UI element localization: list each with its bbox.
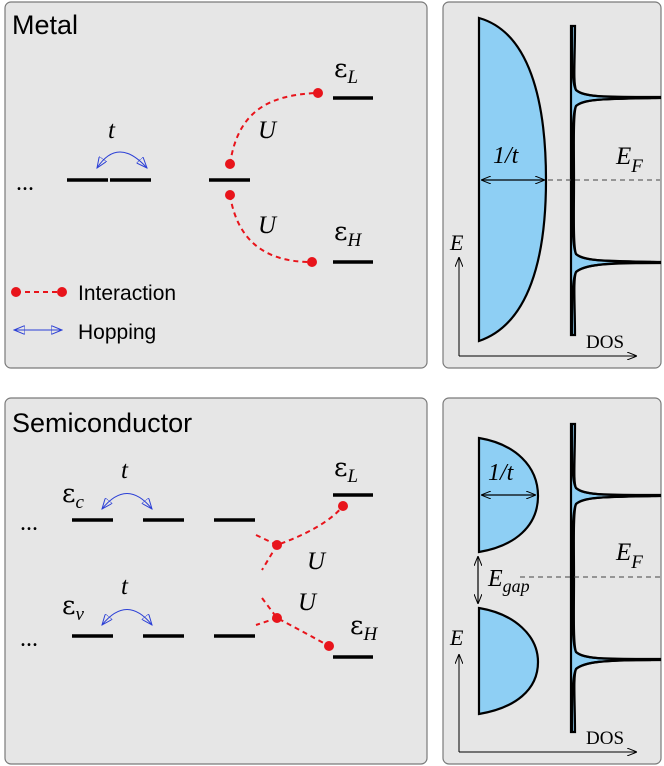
- semiconductor-hopping-label-lower: t: [121, 573, 129, 600]
- legend: Interaction Hopping: [11, 282, 176, 344]
- metal-u-label-upper: U: [258, 117, 278, 144]
- semiconductor-hopping-label-upper: t: [121, 457, 129, 484]
- metal-interaction-dot: [225, 159, 235, 169]
- semiconductor-interaction-dot: [324, 641, 334, 651]
- metal-hopping-label: t: [108, 117, 116, 144]
- legend-hopping-label: Hopping: [78, 321, 156, 344]
- semiconductor-chain-dots-upper: ...: [20, 510, 38, 536]
- semiconductor-dos-impurity-curve: [570, 423, 652, 733]
- semiconductor-panel-background: [4, 397, 428, 765]
- metal-dos-impurity-curve: [570, 25, 652, 336]
- semiconductor-interaction-lower: [261, 597, 330, 647]
- metal-interaction-dot: [313, 88, 323, 98]
- metal-level-h-label: εH: [334, 217, 362, 251]
- metal-interaction-dot: [225, 190, 235, 200]
- semiconductor-u-label-upper: U: [307, 548, 327, 575]
- metal-u-label-lower: U: [258, 212, 278, 239]
- metal-hopping-arrow: [97, 151, 147, 168]
- metal-interaction-dot: [307, 257, 317, 267]
- semiconductor-interaction-upper: [255, 505, 344, 547]
- metal-dos-background: [442, 1, 662, 369]
- semiconductor-valence-band: [477, 606, 540, 716]
- semiconductor-hopping-arrow-lower: [102, 609, 152, 626]
- semiconductor-interaction-dot: [272, 613, 282, 623]
- semiconductor-interaction-dot: [338, 501, 348, 511]
- metal-panel-background: [4, 1, 428, 369]
- semiconductor-title: Semiconductor: [12, 408, 192, 438]
- semiconductor-dos-panel: EF 1/t Egap E DOS: [442, 397, 662, 765]
- legend-interaction-label: Interaction: [78, 282, 176, 305]
- semiconductor-level-c-label: εc: [62, 479, 84, 513]
- semiconductor-interaction-dot: [272, 540, 282, 550]
- legend-interaction-dot: [11, 287, 21, 297]
- semiconductor-dos-background: [442, 397, 662, 765]
- semiconductor-level-h-label: εH: [350, 611, 378, 645]
- metal-title: Metal: [12, 10, 78, 40]
- metal-interaction-upper: [229, 92, 318, 165]
- semiconductor-u-label-lower: U: [298, 589, 318, 616]
- metal-energy-axis-label: E: [449, 230, 464, 255]
- metal-fermi-label: EF: [615, 143, 643, 177]
- semiconductor-gap-label: Egap: [487, 566, 530, 596]
- semiconductor-chain-dots-lower: ...: [20, 626, 38, 652]
- semiconductor-hopping-arrow-upper: [102, 493, 152, 510]
- metal-chain-dots: ...: [16, 170, 34, 196]
- metal-dos-axis-label: DOS: [586, 332, 624, 353]
- semiconductor-dos-axis-label: DOS: [586, 728, 624, 749]
- semiconductor-energy-axis-label: E: [449, 625, 464, 650]
- legend-interaction-dot: [57, 287, 67, 297]
- metal-dos-panel: EF 1/t E DOS: [442, 1, 662, 369]
- metal-panel: Metal ... t U U εL εH Interaction Hoppin…: [4, 1, 428, 369]
- metal-level-l-label: εL: [334, 54, 358, 88]
- semiconductor-level-l-label: εL: [334, 453, 358, 487]
- semiconductor-bandwidth-label: 1/t: [488, 460, 515, 486]
- semiconductor-fermi-label: EF: [615, 539, 643, 573]
- metal-bandwidth-label: 1/t: [493, 143, 520, 169]
- semiconductor-panel: Semiconductor ... εc t ... εv t U U εL ε…: [4, 397, 428, 765]
- metal-interaction-lower: [229, 194, 312, 263]
- semiconductor-level-v-label: εv: [62, 591, 84, 625]
